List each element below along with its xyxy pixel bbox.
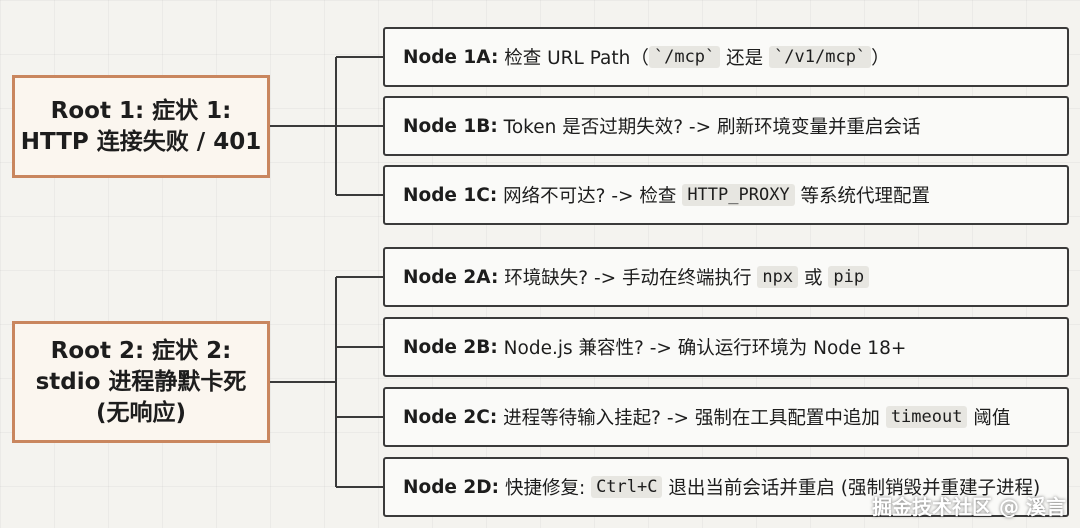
node-1b-text-1: Token 是否过期失效? -> 刷新环境变量并重启会话 [497,117,921,138]
node-1c-code-1: HTTP_PROXY [682,184,795,206]
node-1c-id: Node 1C: [403,184,498,206]
node-2d: Node 2D: 快捷修复: Ctrl+C 退出当前会话并重启 (强制销毁并重建… [383,457,1069,517]
node-2d-text-2: 退出当前会话并重启 (强制销毁并重建子进程) [662,478,1041,499]
node-1c: Node 1C: 网络不可达? -> 检查 HTTP_PROXY 等系统代理配置 [383,165,1069,225]
node-1b-id: Node 1B: [403,115,498,137]
node-2a-text-2: 或 [798,268,829,289]
node-2a-code-1: npx [757,266,799,288]
node-1c-text-1: 网络不可达? -> 检查 [497,186,683,207]
node-2d-code-1: Ctrl+C [591,476,663,498]
node-2b: Node 2B: Node.js 兼容性? -> 确认运行环境为 Node 18… [383,317,1069,377]
root-1-line2: HTTP 连接失败 / 401 [20,128,262,155]
node-2a: Node 2A: 环境缺失? -> 手动在终端执行 npx 或 pip [383,247,1069,307]
node-1a-code-1: `/mcp` [648,46,721,68]
root-2-line1: Root 2: 症状 2: [50,337,232,364]
node-1b: Node 1B: Token 是否过期失效? -> 刷新环境变量并重启会话 [383,96,1069,156]
node-1a-text-1: 检查 URL Path（ [498,48,649,69]
node-2c-text-2: 阈值 [967,408,1011,429]
node-1a-text-2: 还是 [720,48,770,69]
node-2b-id: Node 2B: [403,336,498,358]
node-2c-text-1: 进程等待输入挂起? -> 强制在工具配置中追加 [497,408,886,429]
root-1-box: Root 1: 症状 1: HTTP 连接失败 / 401 [12,75,270,178]
root-2-line3: (无响应) [95,399,187,426]
root-2-line2: stdio 进程静默卡死 [35,368,247,395]
root-1-line1: Root 1: 症状 1: [50,97,232,124]
node-2a-id: Node 2A: [403,266,499,288]
node-2c-code-1: timeout [885,406,968,428]
node-2a-text-1: 环境缺失? -> 手动在终端执行 [498,268,758,289]
node-1a-code-2: `/v1/mcp` [769,46,872,68]
node-1a-id: Node 1A: [403,46,499,68]
node-2b-text-1: Node.js 兼容性? -> 确认运行环境为 Node 18+ [497,338,907,359]
node-1a: Node 1A: 检查 URL Path（ `/mcp` 还是 `/v1/mcp… [383,27,1069,87]
node-2a-code-2: pip [828,266,870,288]
node-2c: Node 2C: 进程等待输入挂起? -> 强制在工具配置中追加 timeout… [383,387,1069,447]
node-1a-text-3: ） [871,48,890,69]
watermark: 掘金技术社区 @ 溪言 [872,495,1066,519]
node-2d-text-1: 快捷修复: [499,478,592,499]
node-2c-id: Node 2C: [403,406,498,428]
root-2-box: Root 2: 症状 2: stdio 进程静默卡死 (无响应) [12,321,270,443]
node-1c-text-2: 等系统代理配置 [794,186,931,207]
node-2d-id: Node 2D: [403,476,500,498]
